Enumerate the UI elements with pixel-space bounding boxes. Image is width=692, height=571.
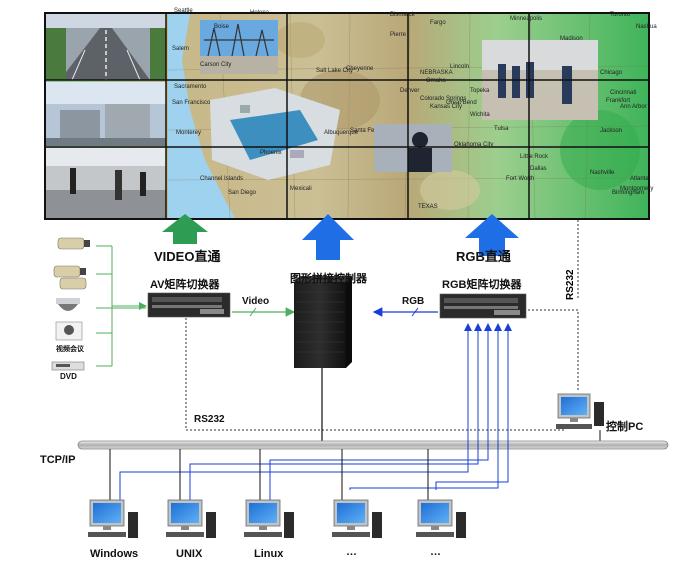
map-label: Cincinnati (610, 90, 637, 96)
green-up-arrow (162, 214, 208, 244)
av-matrix-switcher (147, 292, 231, 318)
map-label: Seattle (174, 8, 193, 14)
map-label: Ann Arbor (620, 104, 647, 110)
dvd-label: DVD (60, 372, 77, 381)
map-label: Phoenix (260, 150, 282, 156)
map-label: Channel Islands (200, 176, 244, 182)
map-label: Birmingham (612, 190, 645, 196)
photo-traffic-police (46, 148, 166, 218)
map-label: Minneapolis (510, 16, 543, 22)
map-label: Nashville (590, 170, 615, 176)
video-conference-label: 视频会议 (56, 346, 84, 353)
graphics-controller-label: 图形拼接控制器 (290, 273, 367, 285)
rs232-bottom-label: RS232 (194, 414, 225, 425)
workstation-label: Windows (90, 548, 139, 560)
map-label: Little Rock (520, 154, 549, 160)
map-label: Great Bend (446, 100, 477, 106)
workstation-label: UNIX (176, 548, 203, 560)
map-label: Santa Fe (350, 128, 375, 134)
map-label: Mexicali (290, 186, 312, 192)
camera-2 (53, 265, 87, 290)
photo-highway (46, 14, 166, 81)
tcpip-label: TCP/IP (40, 454, 76, 466)
workstation-linux (244, 499, 294, 538)
camera-1 (57, 237, 90, 250)
blue-up-arrow-right (465, 214, 519, 256)
map-label: Wichita (470, 112, 490, 118)
workstation-windows (88, 499, 138, 538)
photo-industrial (46, 82, 166, 146)
workstation-label: … (346, 546, 357, 558)
photo-substation (200, 20, 278, 74)
rgb-matrix-switcher (439, 293, 527, 319)
map-label: Salem (172, 46, 190, 52)
map-label: Dallas (530, 166, 547, 172)
rs232-lines (185, 220, 579, 431)
dvd-player (51, 361, 85, 371)
map-label: Bismarck (390, 12, 415, 18)
control-pc-label: 控制PC (606, 421, 644, 433)
tcpip-bus (77, 440, 669, 450)
control-pc (556, 393, 604, 429)
map-label: Jackson (600, 128, 623, 134)
map-label: Chicago (600, 70, 623, 76)
dome-camera (56, 298, 80, 311)
graphics-controller-cabinet (294, 276, 352, 368)
rgb-matrix-label: RGB矩阵切换器 (442, 279, 522, 291)
video-link-label: Video (242, 296, 270, 307)
map-label: Montgomery (620, 186, 654, 192)
source-lines (96, 245, 147, 367)
rs232-right-label: RS232 (565, 269, 576, 300)
blue-up-arrow-center (302, 214, 354, 260)
map-label: Monterey (176, 130, 202, 136)
map-label: Denver (400, 88, 420, 94)
map-label: San Diego (228, 190, 257, 196)
map-label: Cheyenne (346, 66, 374, 72)
map-label: Helena (250, 10, 270, 16)
map-label: Topeka (470, 88, 490, 94)
workstation-other-1 (332, 499, 382, 538)
map-label: Oklahoma City (454, 142, 494, 148)
bus-drops (109, 449, 429, 500)
av-matrix-label: AV矩阵切换器 (150, 279, 220, 291)
map-label: NEBRASKA (420, 70, 453, 76)
map-label: Lincoln (450, 64, 470, 70)
map-label: Toronto (610, 12, 631, 18)
map-label: Salt Lake City (316, 68, 354, 74)
map-label: Boise (214, 24, 230, 30)
map-label: Tulsa (494, 126, 509, 132)
map-label: San Francisco (172, 100, 211, 106)
video-conference-device (55, 321, 83, 341)
map-label: Nashua (636, 24, 657, 30)
map-label: Frankfort (606, 98, 631, 104)
workstation-unix (166, 499, 216, 538)
photo-police-officer (374, 124, 452, 172)
rgb-direct-label: RGB直通 (456, 249, 511, 264)
workstation-label: Linux (254, 548, 284, 560)
map-label: Omaha (426, 78, 446, 84)
workstation-other-2 (416, 499, 466, 538)
map-label: Atlanta (630, 176, 649, 182)
workstation-label: … (430, 546, 441, 558)
map-label: Carson City (200, 62, 232, 68)
map-label: Fargo (430, 20, 446, 26)
map-label: Madison (560, 36, 583, 42)
map-label: Sacramento (174, 84, 207, 90)
map-label: Fort Worth (506, 176, 535, 182)
rgb-link-label: RGB (402, 296, 425, 307)
map-label: Pierre (390, 32, 407, 38)
rgb-feed-lines (119, 323, 512, 500)
map-label: Kansas City (430, 104, 463, 110)
map-label: Colorado Springs (420, 96, 467, 102)
map-label: Albuquerque (324, 130, 359, 136)
map-label: TEXAS (418, 204, 438, 210)
wall-grid (44, 12, 650, 220)
video-direct-label: VIDEO直通 (154, 249, 221, 264)
